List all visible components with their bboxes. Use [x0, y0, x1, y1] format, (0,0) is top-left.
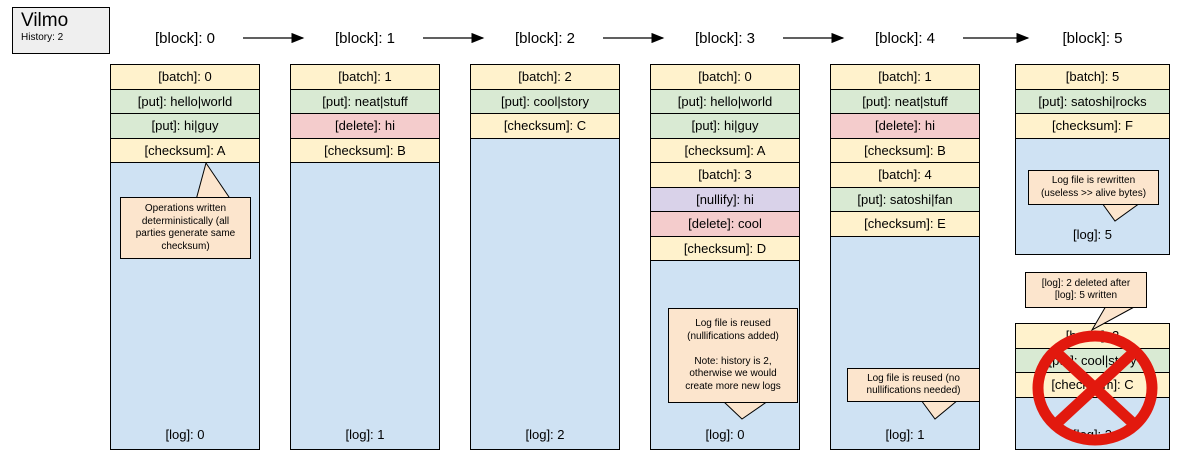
put-row: [put]: hello|world: [651, 89, 799, 114]
log-file-area: [log]: 1: [291, 163, 439, 449]
block-label-0: [block]: 0: [154, 29, 216, 47]
log-label: [log]: 0: [165, 427, 205, 442]
block-label-4: [block]: 4: [874, 29, 936, 47]
batch-row: [batch]: 1: [831, 65, 979, 90]
log-file-area: [log]: 0: [651, 261, 799, 449]
block-label-3: [block]: 3: [694, 29, 756, 47]
delete-row: [delete]: cool: [651, 212, 799, 237]
block-1-box: [batch]: 1 [put]: neat|stuff [delete]: h…: [290, 64, 440, 450]
delete-row: [delete]: hi: [831, 114, 979, 139]
checksum-row: [checksum]: A: [111, 138, 259, 163]
block-label-1: [block]: 1: [334, 29, 396, 47]
block-label-2: [block]: 2: [514, 29, 576, 47]
put-row: [put]: neat|stuff: [291, 89, 439, 114]
log-label: [log]: 2: [525, 427, 565, 442]
log-file-area: [log]: 5: [1016, 139, 1169, 255]
put-row: [put]: hello|world: [111, 89, 259, 114]
batch-row: [batch]: 0: [651, 65, 799, 90]
checksum-row: [checksum]: C: [471, 114, 619, 139]
block-3-box: [batch]: 0 [put]: hello|world [put]: hi|…: [650, 64, 800, 450]
put-row: [put]: satoshi|fan: [831, 187, 979, 212]
log-file-area: [log]: 0: [111, 163, 259, 449]
block-2-box: [batch]: 2 [put]: cool|story [checksum]:…: [470, 64, 620, 450]
note-bubble-reuse-nullifications: Log file is reused (nullifications added…: [668, 308, 798, 403]
note-bubble-deleted-after: [log]: 2 deleted after [log]: 5 written: [1025, 272, 1147, 308]
put-row: [put]: neat|stuff: [831, 89, 979, 114]
legend-history: History: 2: [21, 32, 64, 43]
batch-row: [batch]: 2: [471, 65, 619, 90]
note-bubble-operations: Operations written deterministically (al…: [120, 197, 251, 259]
log-file-area: [log]: 2: [471, 139, 619, 450]
legend-title: Vilmo: [21, 10, 69, 31]
put-row: [put]: hi|guy: [111, 114, 259, 139]
block-label-5: [block]: 5: [1062, 29, 1123, 47]
log-label: [log]: 1: [345, 427, 385, 442]
batch-row: [batch]: 1: [291, 65, 439, 90]
put-row: [put]: cool|story: [471, 89, 619, 114]
checksum-row: [checksum]: D: [651, 236, 799, 261]
log-label: [log]: 1: [885, 427, 925, 442]
checksum-row: [checksum]: B: [291, 138, 439, 163]
log-file-area: [log]: 1: [831, 237, 979, 450]
batch-row: [batch]: 5: [1016, 65, 1169, 90]
nullify-row: [nullify]: hi: [651, 187, 799, 212]
delete-row: [delete]: hi: [291, 114, 439, 139]
note-bubble-rewritten: Log file is rewritten (useless >> alive …: [1028, 170, 1159, 205]
block-5-box: [batch]: 5 [put]: satoshi|rocks [checksu…: [1015, 64, 1170, 255]
legend-box: Vilmo History: 2: [12, 7, 110, 54]
log-label: [log]: 0: [705, 427, 745, 442]
put-row: [put]: satoshi|rocks: [1016, 89, 1169, 114]
checksum-row: [checksum]: E: [831, 212, 979, 237]
batch-row: [batch]: 4: [831, 163, 979, 188]
batch-row: [batch]: 3: [651, 163, 799, 188]
checksum-row: [checksum]: A: [651, 138, 799, 163]
batch-row: [batch]: 0: [111, 65, 259, 90]
checksum-row: [checksum]: B: [831, 138, 979, 163]
checksum-row: [checksum]: F: [1016, 114, 1169, 139]
note-bubble-reuse-plain: Log file is reused (no nullifications ne…: [847, 368, 980, 402]
log-label: [log]: 5: [1072, 227, 1113, 242]
put-row: [put]: hi|guy: [651, 114, 799, 139]
